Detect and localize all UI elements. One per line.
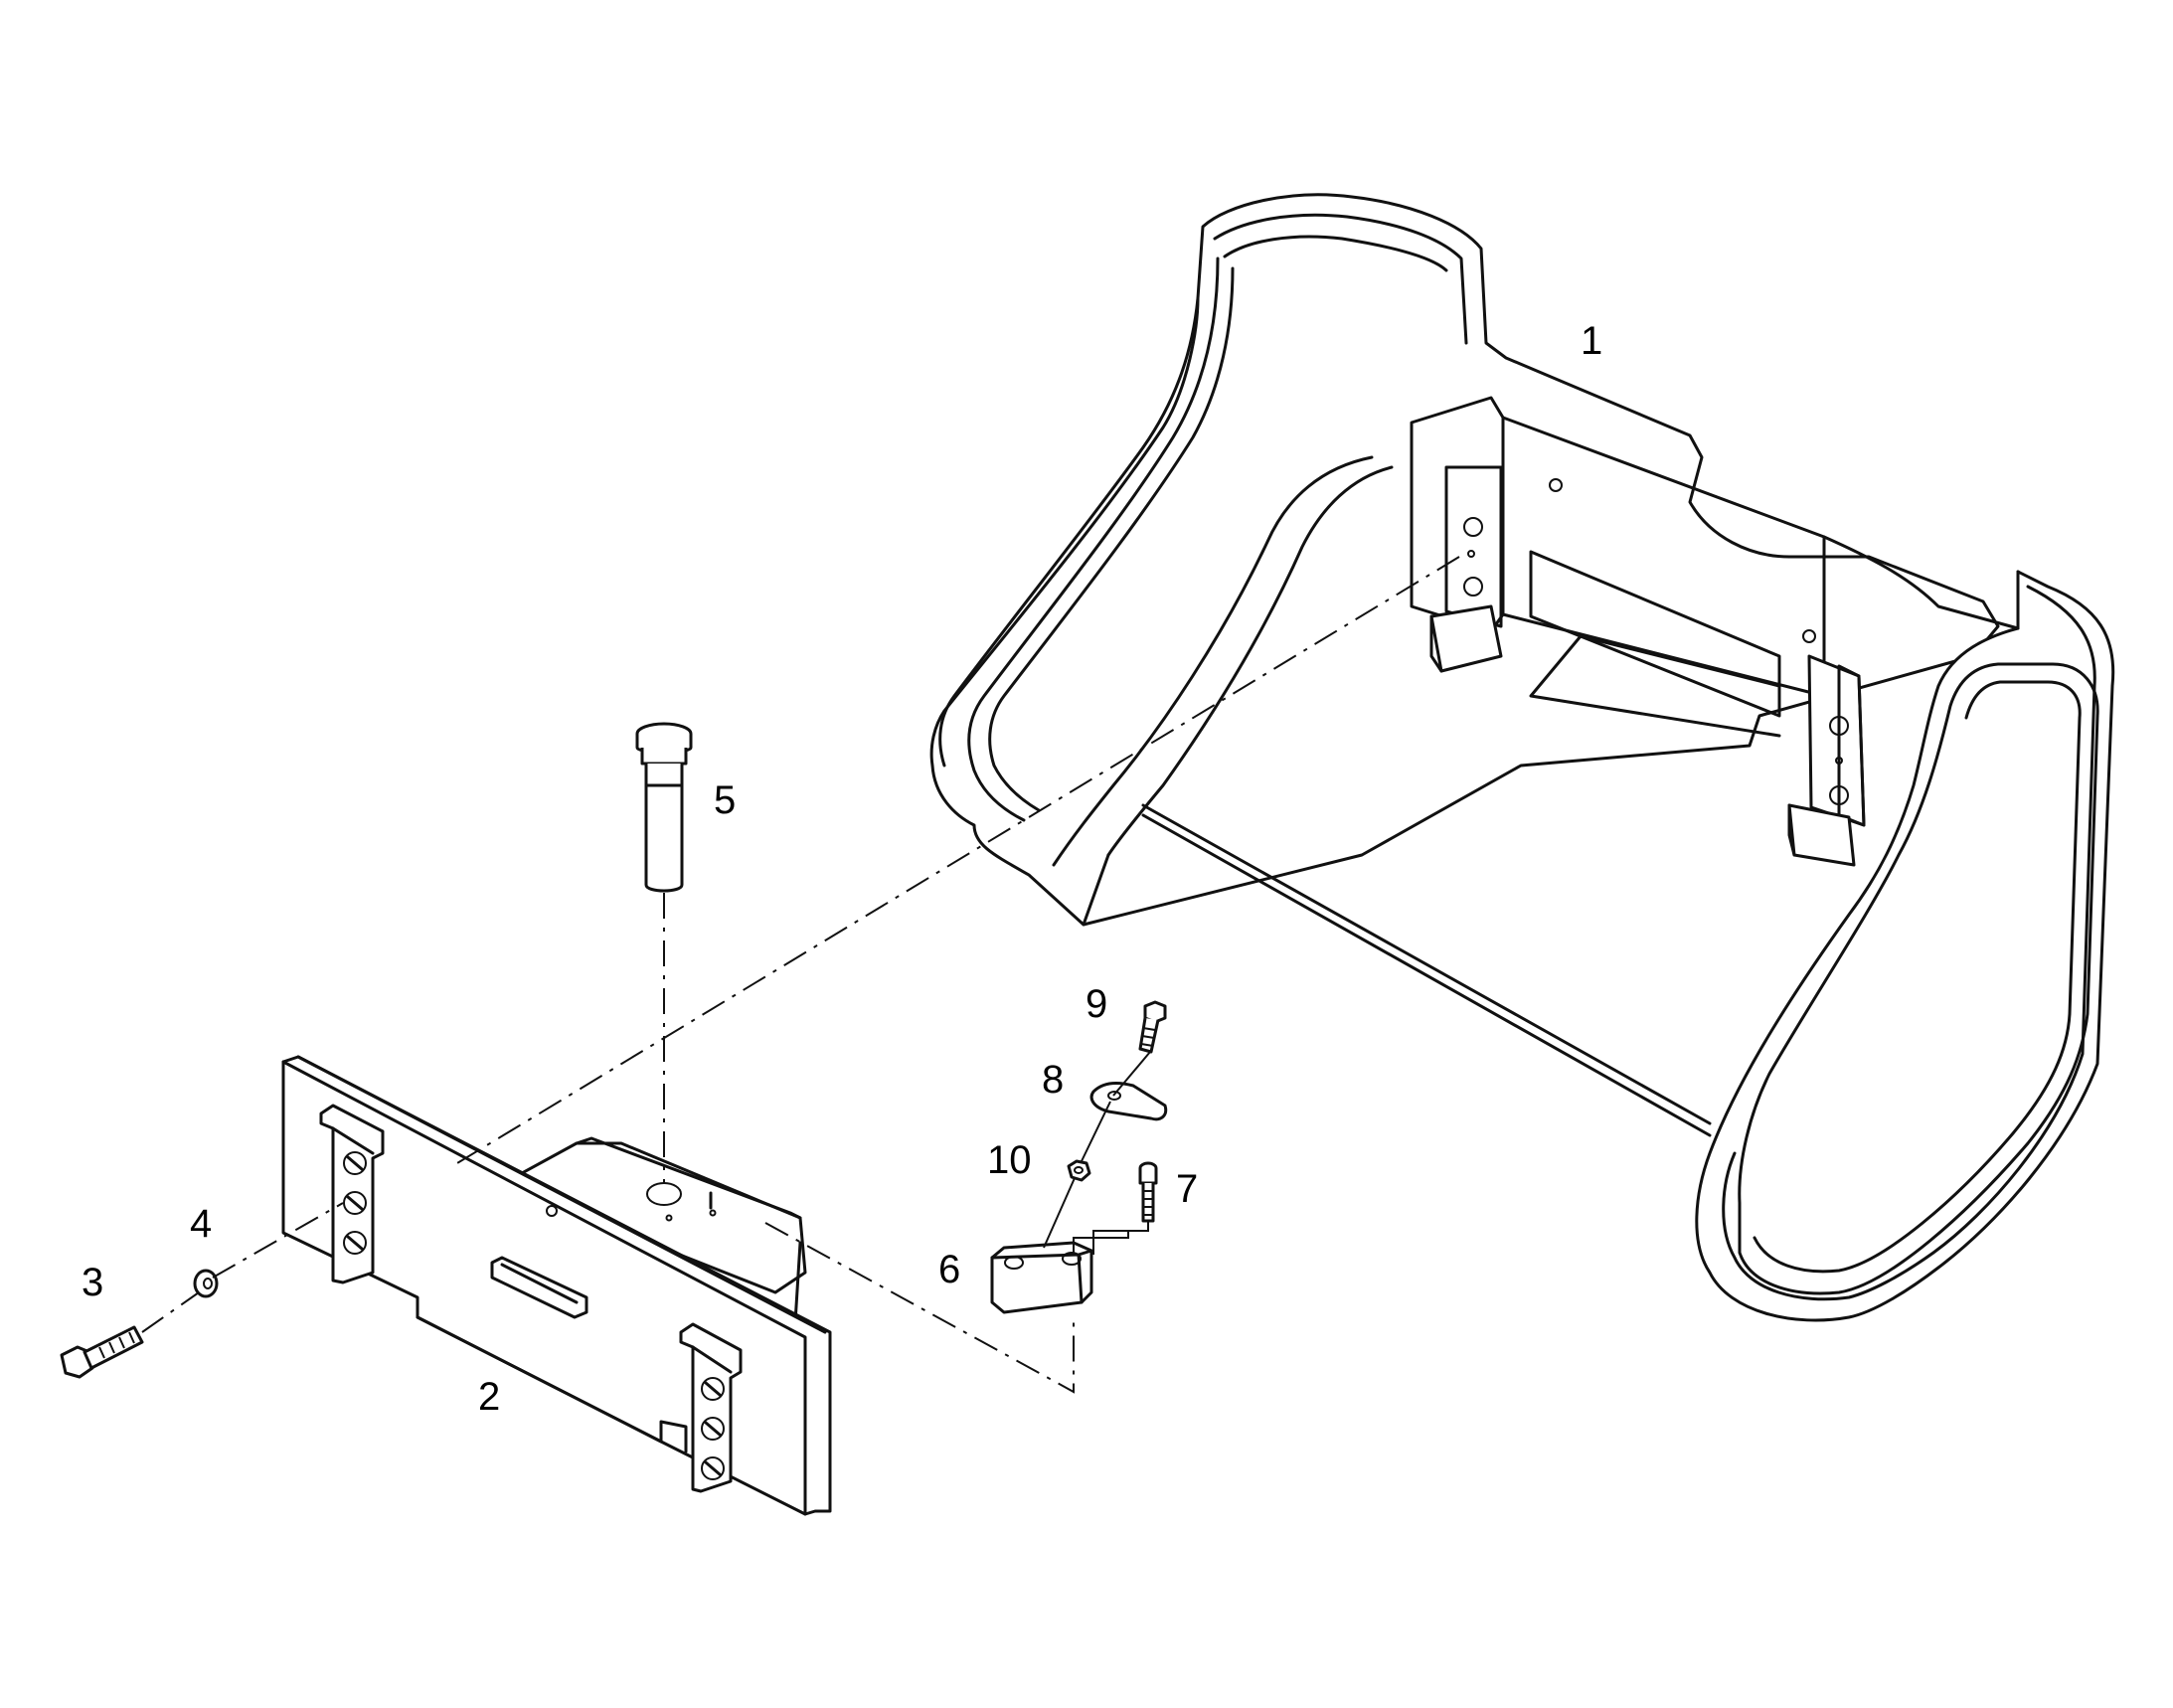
part-4-washer xyxy=(193,1269,219,1298)
callout-4: 4 xyxy=(190,1202,212,1246)
callout-10: 10 xyxy=(987,1138,1032,1182)
assembly-lines xyxy=(141,556,1460,1394)
part-7-screw xyxy=(1138,1161,1158,1223)
callout-1: 1 xyxy=(1581,319,1602,363)
callout-6: 6 xyxy=(938,1248,960,1291)
part-9-screw xyxy=(1138,1000,1167,1054)
part-3-bolt xyxy=(60,1325,144,1379)
part-8-tab xyxy=(1089,1082,1168,1121)
callout-5: 5 xyxy=(714,778,736,822)
callout-9: 9 xyxy=(1086,982,1107,1026)
callout-2: 2 xyxy=(478,1375,500,1419)
part-5-pin xyxy=(635,722,693,893)
callout-labels: 1 2 3 4 5 6 7 8 9 10 xyxy=(82,319,1602,1419)
callout-7: 7 xyxy=(1176,1167,1198,1211)
part-10-nut xyxy=(1067,1159,1091,1182)
callout-3: 3 xyxy=(82,1261,103,1304)
part-6-block xyxy=(990,1241,1093,1314)
part-2-mount-plate xyxy=(281,1055,832,1516)
part-1-frame xyxy=(929,193,2115,1322)
callout-8: 8 xyxy=(1042,1058,1064,1102)
